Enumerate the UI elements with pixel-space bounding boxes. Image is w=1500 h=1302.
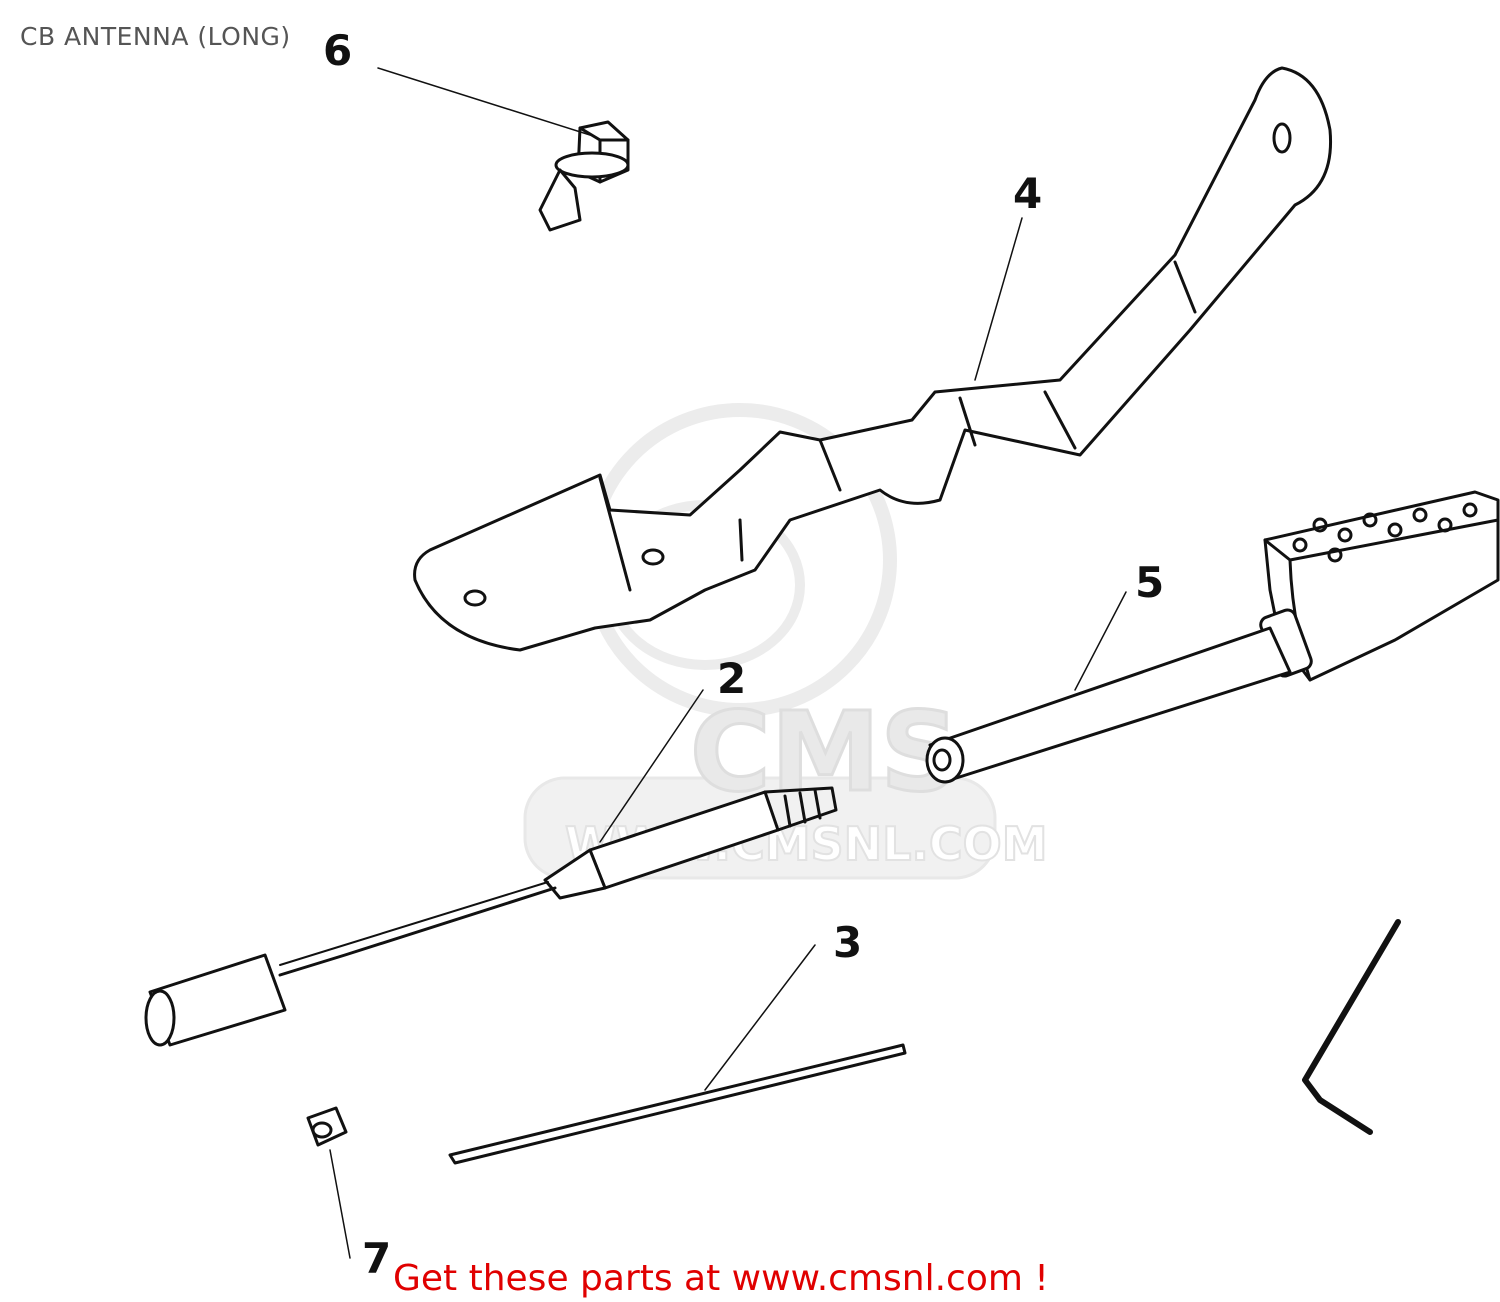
part-7-nut: [306, 1106, 348, 1147]
callout-6: 6: [323, 26, 353, 75]
leader-line-5: [1074, 591, 1127, 691]
part-2-antenna-cable: [144, 786, 838, 1047]
part-3-antenna-whip: [448, 1043, 907, 1165]
part-6-bolt: [538, 120, 630, 232]
watermark-brand: CMS: [690, 688, 959, 816]
part-5-antenna-mount: [925, 490, 1500, 784]
part-4-bracket: [413, 66, 1333, 652]
callout-3: 3: [833, 918, 863, 967]
callout-4: 4: [1013, 169, 1043, 218]
callout-2: 2: [717, 654, 747, 703]
bent-wire-part: [1302, 919, 1401, 1135]
callout-7: 7: [362, 1234, 392, 1283]
promo-link[interactable]: Get these parts at www.cmsnl.com !: [393, 1258, 1049, 1299]
leader-line-4: [974, 217, 1023, 381]
leader-line-6: [377, 67, 591, 136]
callout-5: 5: [1135, 558, 1165, 607]
diagram-title: CB ANTENNA (LONG): [20, 22, 291, 51]
leader-line-2: [599, 689, 704, 843]
leader-line-7: [329, 1149, 351, 1259]
leader-line-3: [704, 944, 816, 1091]
